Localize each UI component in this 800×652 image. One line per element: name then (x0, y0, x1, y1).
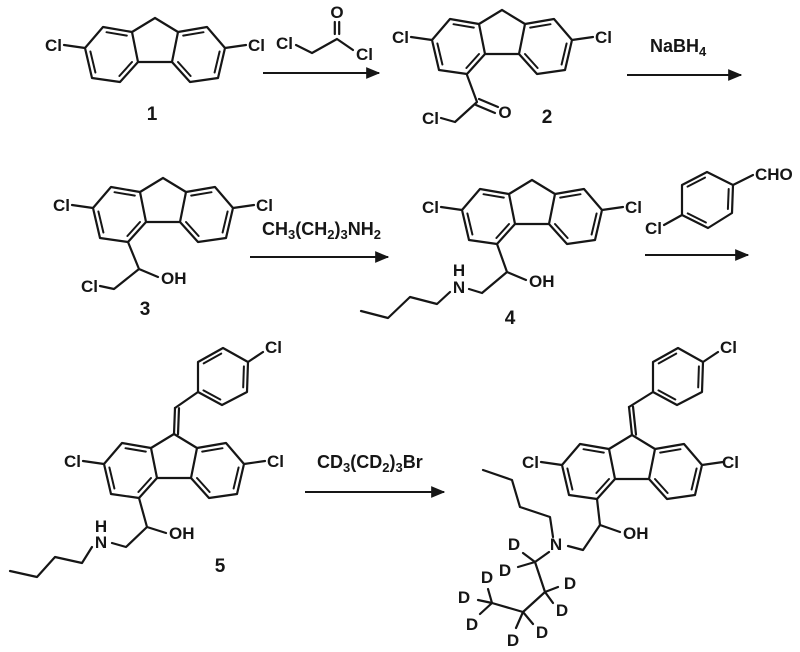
formula-part: CD (317, 452, 343, 472)
compound-1-structure: Cl Cl 1 (45, 16, 265, 125)
fluorene-core (81, 432, 267, 500)
cl-label: Cl (265, 338, 282, 357)
d-label: D (536, 623, 548, 642)
oh-label: OH (169, 524, 195, 543)
cl-label: Cl (64, 452, 81, 471)
cl-label: Cl (248, 36, 265, 55)
benzylidene-double-bond (627, 405, 638, 437)
oh-label: OH (529, 272, 555, 291)
formula-part: ) (334, 219, 340, 239)
cl-label: Cl (53, 196, 70, 215)
n-label: N (453, 278, 465, 297)
d-label: D (458, 588, 470, 607)
bond-path (439, 73, 479, 124)
cl-label: Cl (45, 36, 62, 55)
compound-4-structure: Cl Cl OH H N 4 (359, 178, 642, 329)
formula-subscript: 3 (395, 460, 402, 475)
bond-path (8, 496, 168, 579)
compound-2-number: 2 (542, 107, 553, 128)
formula-part: (CH (295, 219, 327, 239)
h-label: H (95, 517, 107, 536)
formula-part: Br (403, 452, 423, 472)
oh-label: OH (623, 524, 649, 543)
double-bond-path (474, 97, 500, 115)
cl-label: Cl (722, 453, 739, 472)
cl-label: Cl (522, 453, 539, 472)
bond-path (98, 240, 160, 291)
formula-subscript: 2 (327, 227, 334, 242)
chlorophenyl-ring (173, 346, 265, 410)
fluorene-core (70, 176, 256, 244)
cl-label: Cl (267, 452, 284, 471)
cl-label: Cl (256, 196, 273, 215)
bond-path (359, 242, 528, 320)
reagent-butylamine: CH3(CH2)3NH2 (262, 219, 381, 242)
fluorene-core (439, 178, 625, 246)
product-structure: Cl Cl Cl OH N D D D D D D D D D (458, 338, 739, 650)
d-label: D (499, 561, 511, 580)
reagent-nabh4: NaBH4 (650, 36, 707, 59)
bond-path (662, 170, 755, 230)
fluorene-core (409, 8, 595, 76)
compound-5-structure: Cl Cl Cl OH H N 5 (8, 338, 284, 579)
compound-5-number: 5 (215, 556, 226, 577)
bond-path (294, 37, 355, 55)
formula-subscript: 2 (374, 227, 381, 242)
cl-label: Cl (422, 109, 439, 128)
d-label: D (508, 535, 520, 554)
n-label: N (550, 535, 562, 554)
n-label: N (95, 533, 107, 552)
compound-1-number: 1 (147, 104, 158, 125)
oh-label: OH (161, 269, 187, 288)
double-bond-path (202, 352, 245, 401)
d-label: D (466, 615, 478, 634)
formula-part: (CD (350, 452, 382, 472)
bond-path (481, 468, 622, 614)
formula-subscript: 3 (288, 227, 295, 242)
cl-label: Cl (422, 198, 439, 217)
reagent-d9-bromobutane: CD3(CD2)3Br (317, 452, 423, 475)
cl-label: Cl (276, 34, 293, 53)
reagent-chloroacetyl-chloride: Cl O Cl (276, 3, 373, 64)
double-bond-path (333, 20, 341, 36)
fluorene-core (539, 433, 725, 501)
deuterium-bond-path (476, 551, 560, 630)
compound-3-structure: Cl Cl OH Cl 3 (53, 176, 273, 320)
d-label: D (481, 568, 493, 587)
formula-subscript: 2 (382, 460, 389, 475)
d-label: D (556, 601, 568, 620)
double-bond-path (657, 352, 700, 401)
cl-label: Cl (720, 338, 737, 357)
cl-label: Cl (595, 28, 612, 47)
formula-part: ) (389, 452, 395, 472)
formula-part: NaBH (650, 36, 699, 56)
o-label: O (498, 103, 511, 122)
compound-4-number: 4 (505, 308, 516, 329)
cho-label: CHO (755, 165, 793, 184)
formula-subscript: 3 (340, 227, 347, 242)
cl-label: Cl (625, 198, 642, 217)
compound-3-number: 3 (140, 299, 151, 320)
d-label: D (564, 574, 576, 593)
formula-subscript: 4 (699, 44, 707, 59)
chlorophenyl-ring (627, 346, 720, 409)
formula-subscript: 3 (343, 460, 350, 475)
reagent-4-chlorobenzaldehyde: CHO Cl (645, 165, 793, 238)
d-label: D (507, 631, 519, 650)
cl-label: Cl (81, 277, 98, 296)
formula-part: CH (262, 219, 288, 239)
benzylidene-double-bond (172, 406, 181, 436)
compound-2-structure: Cl Cl O Cl 2 (392, 8, 612, 128)
cl-label: Cl (392, 28, 409, 47)
h-label: H (453, 261, 465, 280)
o-label: O (330, 3, 343, 22)
double-bond-path (686, 176, 730, 224)
cl-label: Cl (356, 45, 373, 64)
formula-part: NH (348, 219, 374, 239)
fluorene-core (62, 16, 248, 84)
cl-label: Cl (645, 219, 662, 238)
